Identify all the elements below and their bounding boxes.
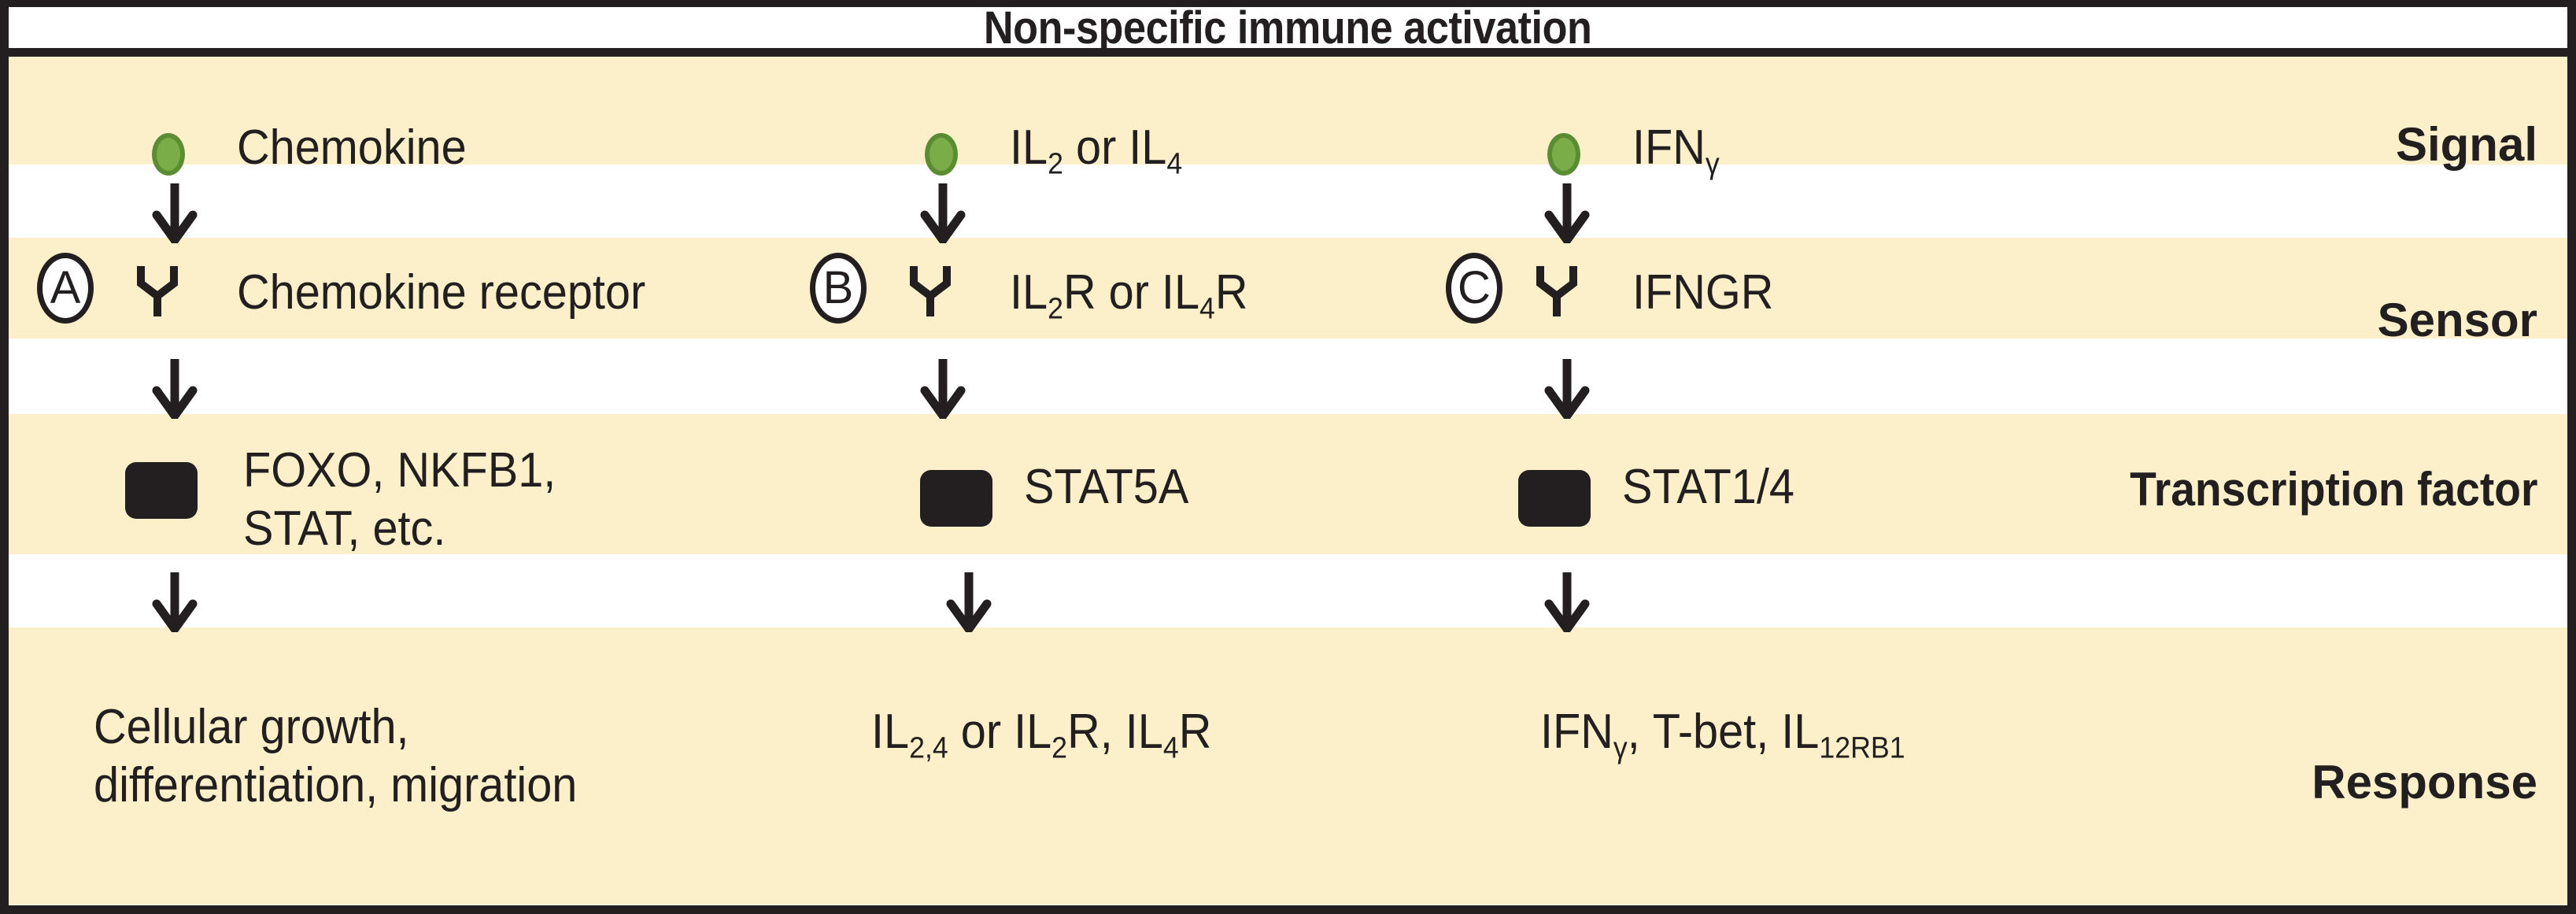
response-il-text-1: IL (871, 705, 910, 759)
signal-il-text-1: IL (1010, 120, 1048, 175)
signal-label-interleukin: IL2 or IL4 (1010, 120, 1182, 192)
marker-badge-b: B (810, 253, 867, 324)
response-label-interleukin: IL2,4 or IL2R, IL4R (871, 704, 1211, 776)
response-il-sub-2: 2 (1051, 731, 1068, 765)
response-ifn-text-2: , T-bet, IL (1627, 705, 1820, 759)
tf-chemokine-line-1: FOXO, NKFB1, (243, 443, 556, 498)
down-arrow-icon-chemokine-3 (152, 572, 198, 632)
tf-chemokine-line-2: STAT, etc. (243, 501, 446, 556)
sensor-label-interferon: IFNGR (1632, 265, 1774, 320)
response-il-text-4: R (1178, 705, 1212, 759)
stage-label-signal: Signal (2395, 118, 2537, 171)
sensor-label-interleukin: IL2R or IL4R (1010, 265, 1248, 337)
sensor-il-sub-1: 2 (1048, 291, 1063, 326)
band-response (9, 627, 2567, 905)
signal-il-sub-1: 2 (1048, 146, 1063, 181)
stage-label-sensor: Sensor (2377, 294, 2537, 346)
green-circle-icon-chemokine (152, 133, 185, 176)
signal-ifn-text-1: IFN (1632, 120, 1706, 175)
down-arrow-icon-chemokine-1 (152, 183, 198, 243)
response-label-interferon: IFNγ, T-bet, IL12RB1 (1540, 704, 1905, 776)
stage-label-transcription-factor: Transcription factor (2129, 463, 2537, 516)
marker-badge-c: C (1446, 253, 1502, 324)
signal-label-interferon: IFNγ (1632, 120, 1720, 192)
down-arrow-icon-interleukin-2 (920, 359, 966, 419)
sensor-il-text-3: R (1214, 265, 1248, 320)
response-ifn-sub-1: γ (1613, 731, 1628, 765)
response-il-text-3: R, IL (1067, 705, 1163, 759)
marker-badge-a: A (37, 253, 94, 324)
tf-label-interferon: STAT1/4 (1622, 460, 1794, 514)
band-gap-3 (9, 554, 2567, 627)
down-arrow-icon-interferon-3 (1544, 572, 1590, 632)
y-receptor-icon-chemokine (137, 266, 178, 316)
page-title: Non-specific immune activation (984, 2, 1592, 54)
response-chemokine-line-2: differentiation, migration (94, 758, 578, 812)
response-il-text-2: or IL (948, 705, 1052, 759)
black-box-icon-interferon (1518, 470, 1591, 527)
band-signal (9, 57, 2567, 165)
response-chemokine-line-1: Cellular growth, (94, 700, 409, 754)
signal-ifn-sub-1: γ (1705, 146, 1720, 181)
black-box-icon-chemokine (125, 462, 198, 519)
signal-label-chemokine: Chemokine (237, 120, 467, 175)
down-arrow-icon-interleukin-1 (920, 183, 966, 243)
sensor-label-chemokine: Chemokine receptor (237, 265, 646, 320)
band-gap-1 (9, 165, 2567, 238)
green-circle-icon-interferon (1547, 133, 1580, 176)
sensor-il-text-1: IL (1010, 265, 1048, 320)
band-sensor (9, 238, 2567, 339)
sensor-il-text-2: R or IL (1063, 265, 1200, 320)
signal-il-sub-2: 4 (1166, 146, 1183, 181)
y-receptor-icon-interferon (1536, 266, 1577, 316)
down-arrow-icon-interferon-2 (1544, 359, 1590, 419)
response-label-chemokine: Cellular growth, differentiation, migrat… (94, 698, 752, 815)
down-arrow-icon-interferon-1 (1544, 183, 1590, 243)
down-arrow-icon-interleukin-3 (946, 572, 992, 632)
tf-label-chemokine: FOXO, NKFB1, STAT, etc. (243, 442, 697, 558)
band-transcription (9, 414, 2567, 554)
signal-il-text-2: or IL (1063, 120, 1167, 175)
response-il-sub-1: 2,4 (909, 731, 948, 765)
diagram-title-bar: Non-specific immune activation (9, 2, 2567, 57)
sensor-il-sub-2: 4 (1199, 291, 1215, 326)
band-gap-2 (9, 339, 2567, 414)
black-box-icon-interleukin (920, 470, 992, 527)
tf-label-interleukin: STAT5A (1024, 460, 1189, 514)
green-circle-icon-interleukin (925, 133, 958, 176)
response-il-sub-3: 4 (1162, 731, 1179, 765)
y-receptor-icon-interleukin (910, 266, 951, 316)
down-arrow-icon-chemokine-2 (152, 359, 198, 419)
stage-label-response: Response (2312, 756, 2537, 809)
response-ifn-sub-2: 12RB1 (1819, 731, 1905, 765)
response-ifn-text-1: IFN (1540, 705, 1613, 759)
